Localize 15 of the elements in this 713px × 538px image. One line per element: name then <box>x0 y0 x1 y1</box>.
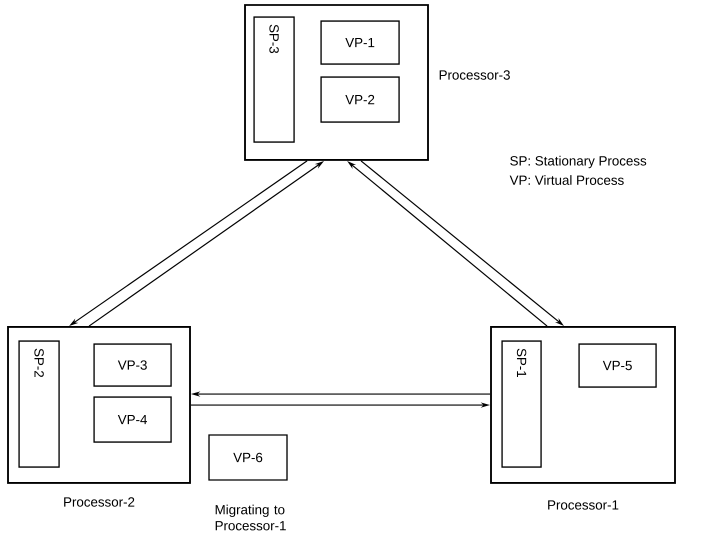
processor-label: Processor-2 <box>64 497 134 507</box>
process-box: VP-6 <box>208 434 288 481</box>
process-box: SP-1 <box>501 340 542 468</box>
node-label: Migrating to Processor-1 <box>216 504 286 530</box>
key-text: SP: Stationary Process <box>510 156 646 168</box>
process-box: VP-3 <box>93 343 172 387</box>
processor-label: Processor-1 <box>548 500 618 510</box>
process-box: VP-4 <box>93 396 172 443</box>
processor-label: Processor-3 <box>440 70 510 80</box>
process-box: SP-2 <box>18 340 60 468</box>
key-text: VP: Virtual Process <box>510 175 624 185</box>
process-box: VP-2 <box>320 76 400 123</box>
process-box: VP-1 <box>320 20 400 65</box>
process-box: VP-5 <box>578 343 657 388</box>
process-box: SP-3 <box>253 16 295 143</box>
